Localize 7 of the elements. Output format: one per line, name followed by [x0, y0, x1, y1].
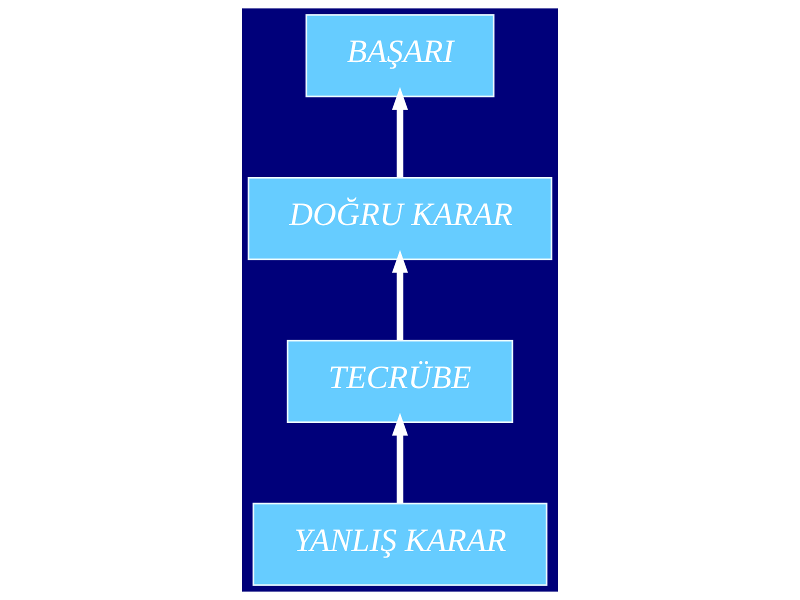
node-box: YANLIŞ KARAR	[252, 502, 548, 586]
node-box: DOĞRU KARAR	[248, 177, 552, 260]
node-box: TECRÜBE	[286, 340, 514, 423]
arrow	[392, 412, 408, 504]
arrow	[392, 250, 408, 340]
node-box: BAŞARI	[306, 14, 494, 98]
arrow	[392, 87, 408, 178]
